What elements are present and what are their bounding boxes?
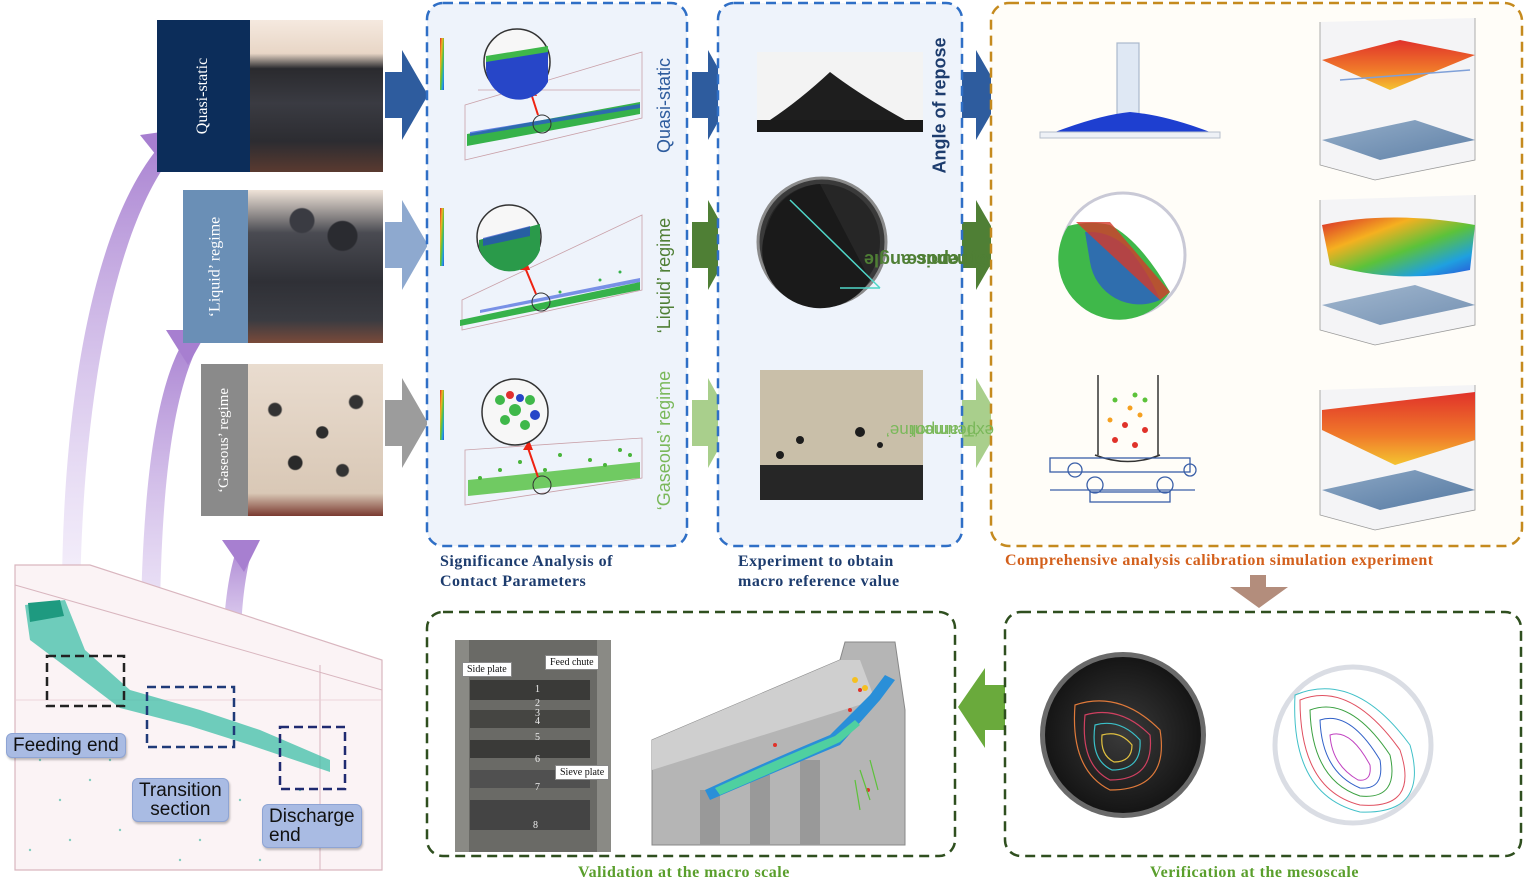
quasi-static-label-box: Quasi-static: [157, 20, 250, 172]
photo-drum-trajectories: [1040, 652, 1206, 818]
meso-caption: Verification at the mesoscale: [1150, 864, 1359, 881]
photo-dynamic-drum: [756, 176, 888, 309]
quasi-static-regime-box: Quasi-static: [157, 20, 383, 172]
response-surface-3: [1319, 385, 1476, 531]
experiment-caption: Experiment to obtain macro reference val…: [738, 552, 900, 592]
significance-caption-line2: Contact Parameters: [440, 573, 587, 590]
feed-chute-label: Feed chute: [545, 655, 599, 670]
photo-number-3: 3: [535, 708, 540, 719]
sim-trampoline: [1049, 375, 1197, 503]
sim-liquid: [440, 204, 643, 331]
significance-caption-line1: Significance Analysis of: [440, 553, 613, 570]
comprehensive-caption: Comprehensive analysis calibration simul…: [1005, 552, 1434, 569]
significance-caption: Significance Analysis of Contact Paramet…: [440, 552, 613, 592]
experiment-caption-line1: Experiment to obtain: [738, 553, 894, 570]
experiment-caption-line2: macro reference value: [738, 573, 900, 590]
feeding-end-tag: Feeding end: [6, 733, 126, 758]
gaseous-regime-box: ‘Gaseous’ regime: [201, 364, 383, 516]
sim-drum-trajectories: [1272, 664, 1434, 826]
sig-liquid-label: ‘Liquid’ regime: [654, 217, 675, 333]
quasi-static-label: Quasi-static: [194, 57, 212, 135]
sim-gaseous: [440, 378, 643, 506]
trampoline-label: ‘Trampoline’ experiment: [886, 370, 994, 490]
angle-of-repose-label: Angle of repose: [929, 36, 950, 174]
liquid-regime-box: ‘Liquid’ regime: [183, 190, 383, 343]
photo-trampoline: [760, 370, 923, 500]
trampoline-line2: experiment: [909, 421, 995, 440]
gaseous-label-box: ‘Gaseous’ regime: [201, 364, 248, 516]
photo-number-7: 7: [535, 782, 540, 793]
gaseous-label: ‘Gaseous’ regime: [216, 387, 233, 493]
transition-line2: section: [150, 799, 211, 820]
discharge-end-tag: Discharge end: [262, 804, 362, 848]
response-surface-2: [1319, 195, 1476, 346]
response-surface-1: [1319, 18, 1476, 181]
sim-quasi-static: [440, 28, 643, 161]
flow-arrows: [385, 50, 1288, 748]
screen-simulation: [14, 564, 383, 871]
dynamic-angle-line2: of repose: [907, 250, 989, 270]
photo-number-6: 6: [535, 754, 540, 765]
gaseous-photo: [248, 364, 383, 516]
transition-line1: Transition: [139, 780, 222, 801]
liquid-photo: [248, 190, 383, 343]
sim-dynamic-drum: [1058, 191, 1187, 320]
photo-number-8: 8: [533, 820, 538, 831]
liquid-label: ‘Liquid’ regime: [206, 216, 224, 317]
discharge-line2: end: [269, 825, 301, 846]
photo-number-4: 4: [535, 716, 540, 727]
photo-number-5: 5: [535, 732, 540, 743]
sig-quasi-static-label: Quasi-static: [654, 57, 675, 153]
photo-angle-of-repose: [757, 52, 923, 132]
quasi-static-photo: [250, 20, 383, 172]
photo-number-2: 2: [535, 698, 540, 709]
sim-angle-of-repose: [1039, 42, 1221, 139]
macro-caption: Validation at the macro scale: [578, 864, 790, 881]
sieve-plate-label: Sieve plate: [555, 765, 610, 780]
liquid-label-box: ‘Liquid’ regime: [183, 190, 248, 343]
sig-gaseous-label: ‘Gaseous’ regime: [654, 370, 675, 510]
transition-section-tag: Transition section: [132, 778, 229, 822]
dynamic-angle-label: Dynamic angle of repose: [864, 185, 991, 335]
photo-number-1: 1: [535, 684, 540, 695]
discharge-line1: Discharge: [269, 806, 355, 827]
sim-macro-screen: [651, 641, 906, 846]
side-plate-label: Side plate: [462, 662, 512, 677]
